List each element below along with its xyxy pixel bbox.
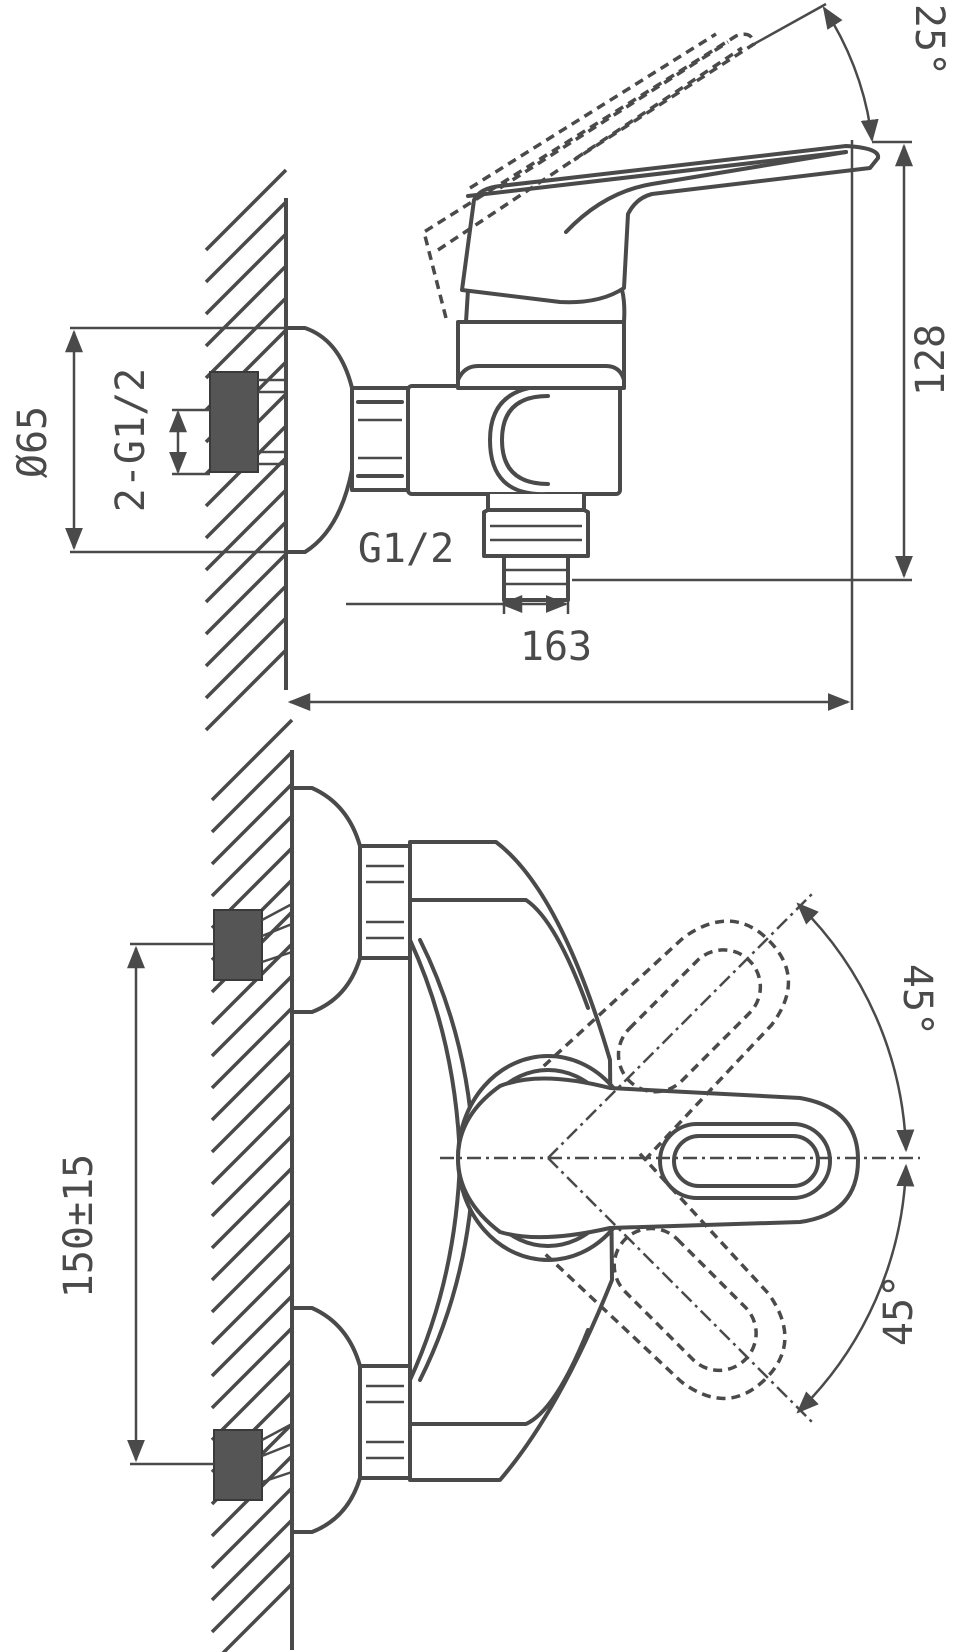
hatch-stroke bbox=[210, 750, 294, 834]
wall-rosette bbox=[284, 326, 354, 554]
outlet-thread-label: G1/2 bbox=[358, 526, 454, 572]
hatch-stroke bbox=[210, 1294, 294, 1378]
swivel-up-label: 45° bbox=[894, 964, 940, 1036]
center-lines bbox=[440, 893, 920, 1423]
mixer-body bbox=[406, 320, 626, 497]
hatch-stroke bbox=[210, 1486, 294, 1570]
hatch-stroke bbox=[210, 1134, 294, 1218]
center-distance-dimension bbox=[127, 942, 214, 1466]
hatch-stroke bbox=[204, 520, 288, 604]
hatch-stroke bbox=[204, 488, 288, 572]
height-label: 128 bbox=[908, 324, 954, 396]
hatch-stroke bbox=[204, 552, 288, 636]
hatch-stroke bbox=[210, 1038, 294, 1122]
hatch-stroke bbox=[204, 200, 288, 284]
hatch-stroke bbox=[204, 296, 288, 380]
hatch-stroke bbox=[210, 974, 294, 1058]
outlet-nozzle bbox=[482, 494, 590, 602]
swivel-down-label: 45° bbox=[876, 1274, 922, 1346]
lever-swivel-down bbox=[541, 1152, 787, 1401]
hatch-stroke bbox=[210, 1198, 294, 1282]
hatch-stroke bbox=[204, 456, 288, 540]
wall-hatching-bottom bbox=[210, 718, 294, 1652]
hatch-stroke bbox=[204, 648, 288, 732]
hatch-stroke bbox=[204, 232, 288, 316]
lever-angle-label: 25° bbox=[906, 4, 952, 76]
outlet-offset-label: 163 bbox=[520, 624, 592, 670]
hatch-stroke bbox=[204, 264, 288, 348]
hatch-stroke bbox=[210, 1518, 294, 1602]
upper-connection bbox=[213, 786, 412, 1014]
swivel-angle-arcs bbox=[796, 902, 915, 1414]
lever-swivel-up bbox=[542, 919, 791, 1165]
hatch-stroke bbox=[210, 1358, 294, 1442]
hatch-stroke bbox=[204, 616, 288, 700]
lever-handle bbox=[460, 144, 881, 324]
side-view: Ø65 2-G1/2 G1/2 163 128 25° bbox=[10, 2, 954, 732]
hatch-stroke bbox=[210, 1550, 294, 1634]
hatch-stroke bbox=[210, 1102, 294, 1186]
center-distance-label: 150±15 bbox=[56, 1154, 102, 1299]
wall-thread-connector bbox=[209, 371, 286, 473]
front-view: 150±15 45° 45° bbox=[56, 718, 940, 1652]
hatch-stroke bbox=[204, 584, 288, 668]
wall-hatching-top bbox=[204, 168, 288, 732]
hatch-stroke bbox=[210, 1166, 294, 1250]
hatch-stroke bbox=[210, 1006, 294, 1090]
connection-pair-label: 2-G1/2 bbox=[108, 368, 154, 513]
hatch-stroke bbox=[210, 1070, 294, 1154]
lower-connection bbox=[213, 1306, 412, 1534]
hatch-stroke bbox=[210, 1326, 294, 1410]
hatch-stroke bbox=[210, 814, 294, 898]
diameter-label: Ø65 bbox=[10, 406, 56, 478]
dimension-lines-top bbox=[65, 2, 913, 711]
hatch-stroke bbox=[210, 718, 294, 802]
hatch-stroke bbox=[210, 1262, 294, 1346]
lever-raised-position bbox=[421, 32, 756, 319]
hatch-stroke bbox=[221, 1582, 294, 1652]
hatch-stroke bbox=[204, 168, 288, 252]
connector-nut bbox=[350, 386, 410, 492]
hatch-stroke bbox=[210, 1230, 294, 1314]
hatch-stroke bbox=[210, 782, 294, 866]
